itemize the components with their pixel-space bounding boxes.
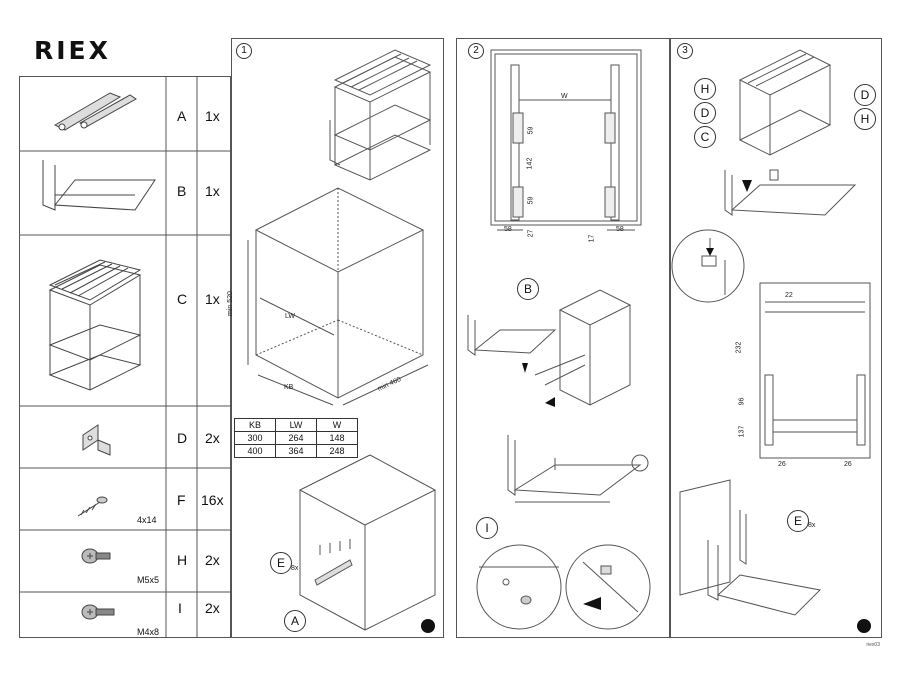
part-letter-h: H [177,552,188,568]
step-number-2: 2 [468,43,484,59]
frame-screwing-drawing [507,435,649,503]
dim-inner-width: LW [285,313,295,320]
dim-27: 27 [527,229,535,238]
step-3-panel [670,38,882,638]
dim-137: 137 [738,425,746,438]
detail-circle-screw [476,544,562,630]
part-letter-c: C [177,291,188,307]
door-mount-drawing [679,479,822,616]
basket-drop-drawing [724,169,857,295]
part-qty-a: 1x [205,108,220,124]
cabinet-outline-drawing [247,187,429,406]
callout-b: B [517,278,539,300]
part-letter-a: A [177,108,187,124]
dim-w: W [561,93,568,100]
callout-d-right: D [854,84,876,106]
callout-h-right: H [854,108,876,130]
size-table-cell: 148 [316,431,358,445]
detail-circle-hook [671,229,745,303]
basket-fitting-drawing [738,49,832,156]
wood-screw-icon [77,496,108,517]
next-step-icon [857,619,871,633]
assembled-basket-drawing [329,49,432,181]
step-1-panel [231,38,444,638]
part-qty-b: 1x [205,183,220,199]
part-size-f: 4x14 [137,515,157,525]
dim-outer-width: KB [284,384,294,391]
callout-a: A [284,610,306,632]
callout-h-left: H [694,78,716,100]
dim-58-right: 58 [616,226,624,233]
detail-circle-clip [565,544,651,630]
runner-rail-icon [53,92,137,131]
footer-code: riex03 [866,642,880,648]
dim-17: 17 [588,234,596,243]
machine-screw-icon [81,548,111,564]
callout-c: C [694,126,716,148]
frame-icon [42,160,156,211]
cabinet-rail-mount-drawing [298,454,437,631]
next-step-icon [421,619,435,633]
step-number-1: 1 [236,43,252,59]
part-qty-f: 16x [201,492,224,508]
size-table-cell: 248 [316,444,358,458]
part-letter-b: B [177,183,187,199]
dim-22: 22 [785,292,793,299]
dim-142: 142 [526,157,534,170]
dim-96: 96 [738,397,746,406]
callout-i: I [476,517,498,539]
part-qty-c: 1x [205,291,220,307]
part-size-i: M4x8 [137,627,160,637]
part-letter-f: F [177,492,186,508]
bracket-icon [82,424,111,456]
machine-screw-long-icon [81,604,115,620]
step-2-panel [456,38,670,638]
size-table-cell: 300 [234,431,276,445]
callout-e: E [270,552,292,574]
basket-icon [48,259,142,391]
dim-232: 232 [735,341,743,354]
dim-59-bottom: 59 [527,196,535,205]
size-table-header: KB [234,418,276,432]
parts-list [19,76,231,638]
size-table: KB LW W 300 264 148 400 364 248 [234,418,358,458]
dim-26-left: 26 [778,461,786,468]
brand-logo: RIEX [34,36,111,65]
part-size-h: M5x5 [137,575,160,585]
drilling-template-drawing [490,49,642,231]
dim-26-right: 26 [844,461,852,468]
size-table-cell: 264 [275,431,317,445]
size-table-cell: 400 [234,444,276,458]
callout-d-left: D [694,102,716,124]
part-qty-d: 2x [205,430,220,446]
dim-58-left: 58 [504,226,512,233]
part-letter-i: I [178,600,182,616]
step-number-3: 3 [677,43,693,59]
size-table-header: W [316,418,358,432]
part-letter-d: D [177,430,188,446]
part-qty-h: 2x [205,552,220,568]
side-elevation-drawing [759,282,871,459]
dim-59-top: 59 [527,126,535,135]
part-qty-i: 2x [205,600,220,616]
callout-e-step3: E [787,510,809,532]
dim-min-height: min 520 [226,291,234,316]
size-table-header: LW [275,418,317,432]
frame-insert-drawing [467,289,632,407]
callout-e-step3-qty: 8x [808,522,816,529]
callout-e-qty: 8x [291,565,299,572]
